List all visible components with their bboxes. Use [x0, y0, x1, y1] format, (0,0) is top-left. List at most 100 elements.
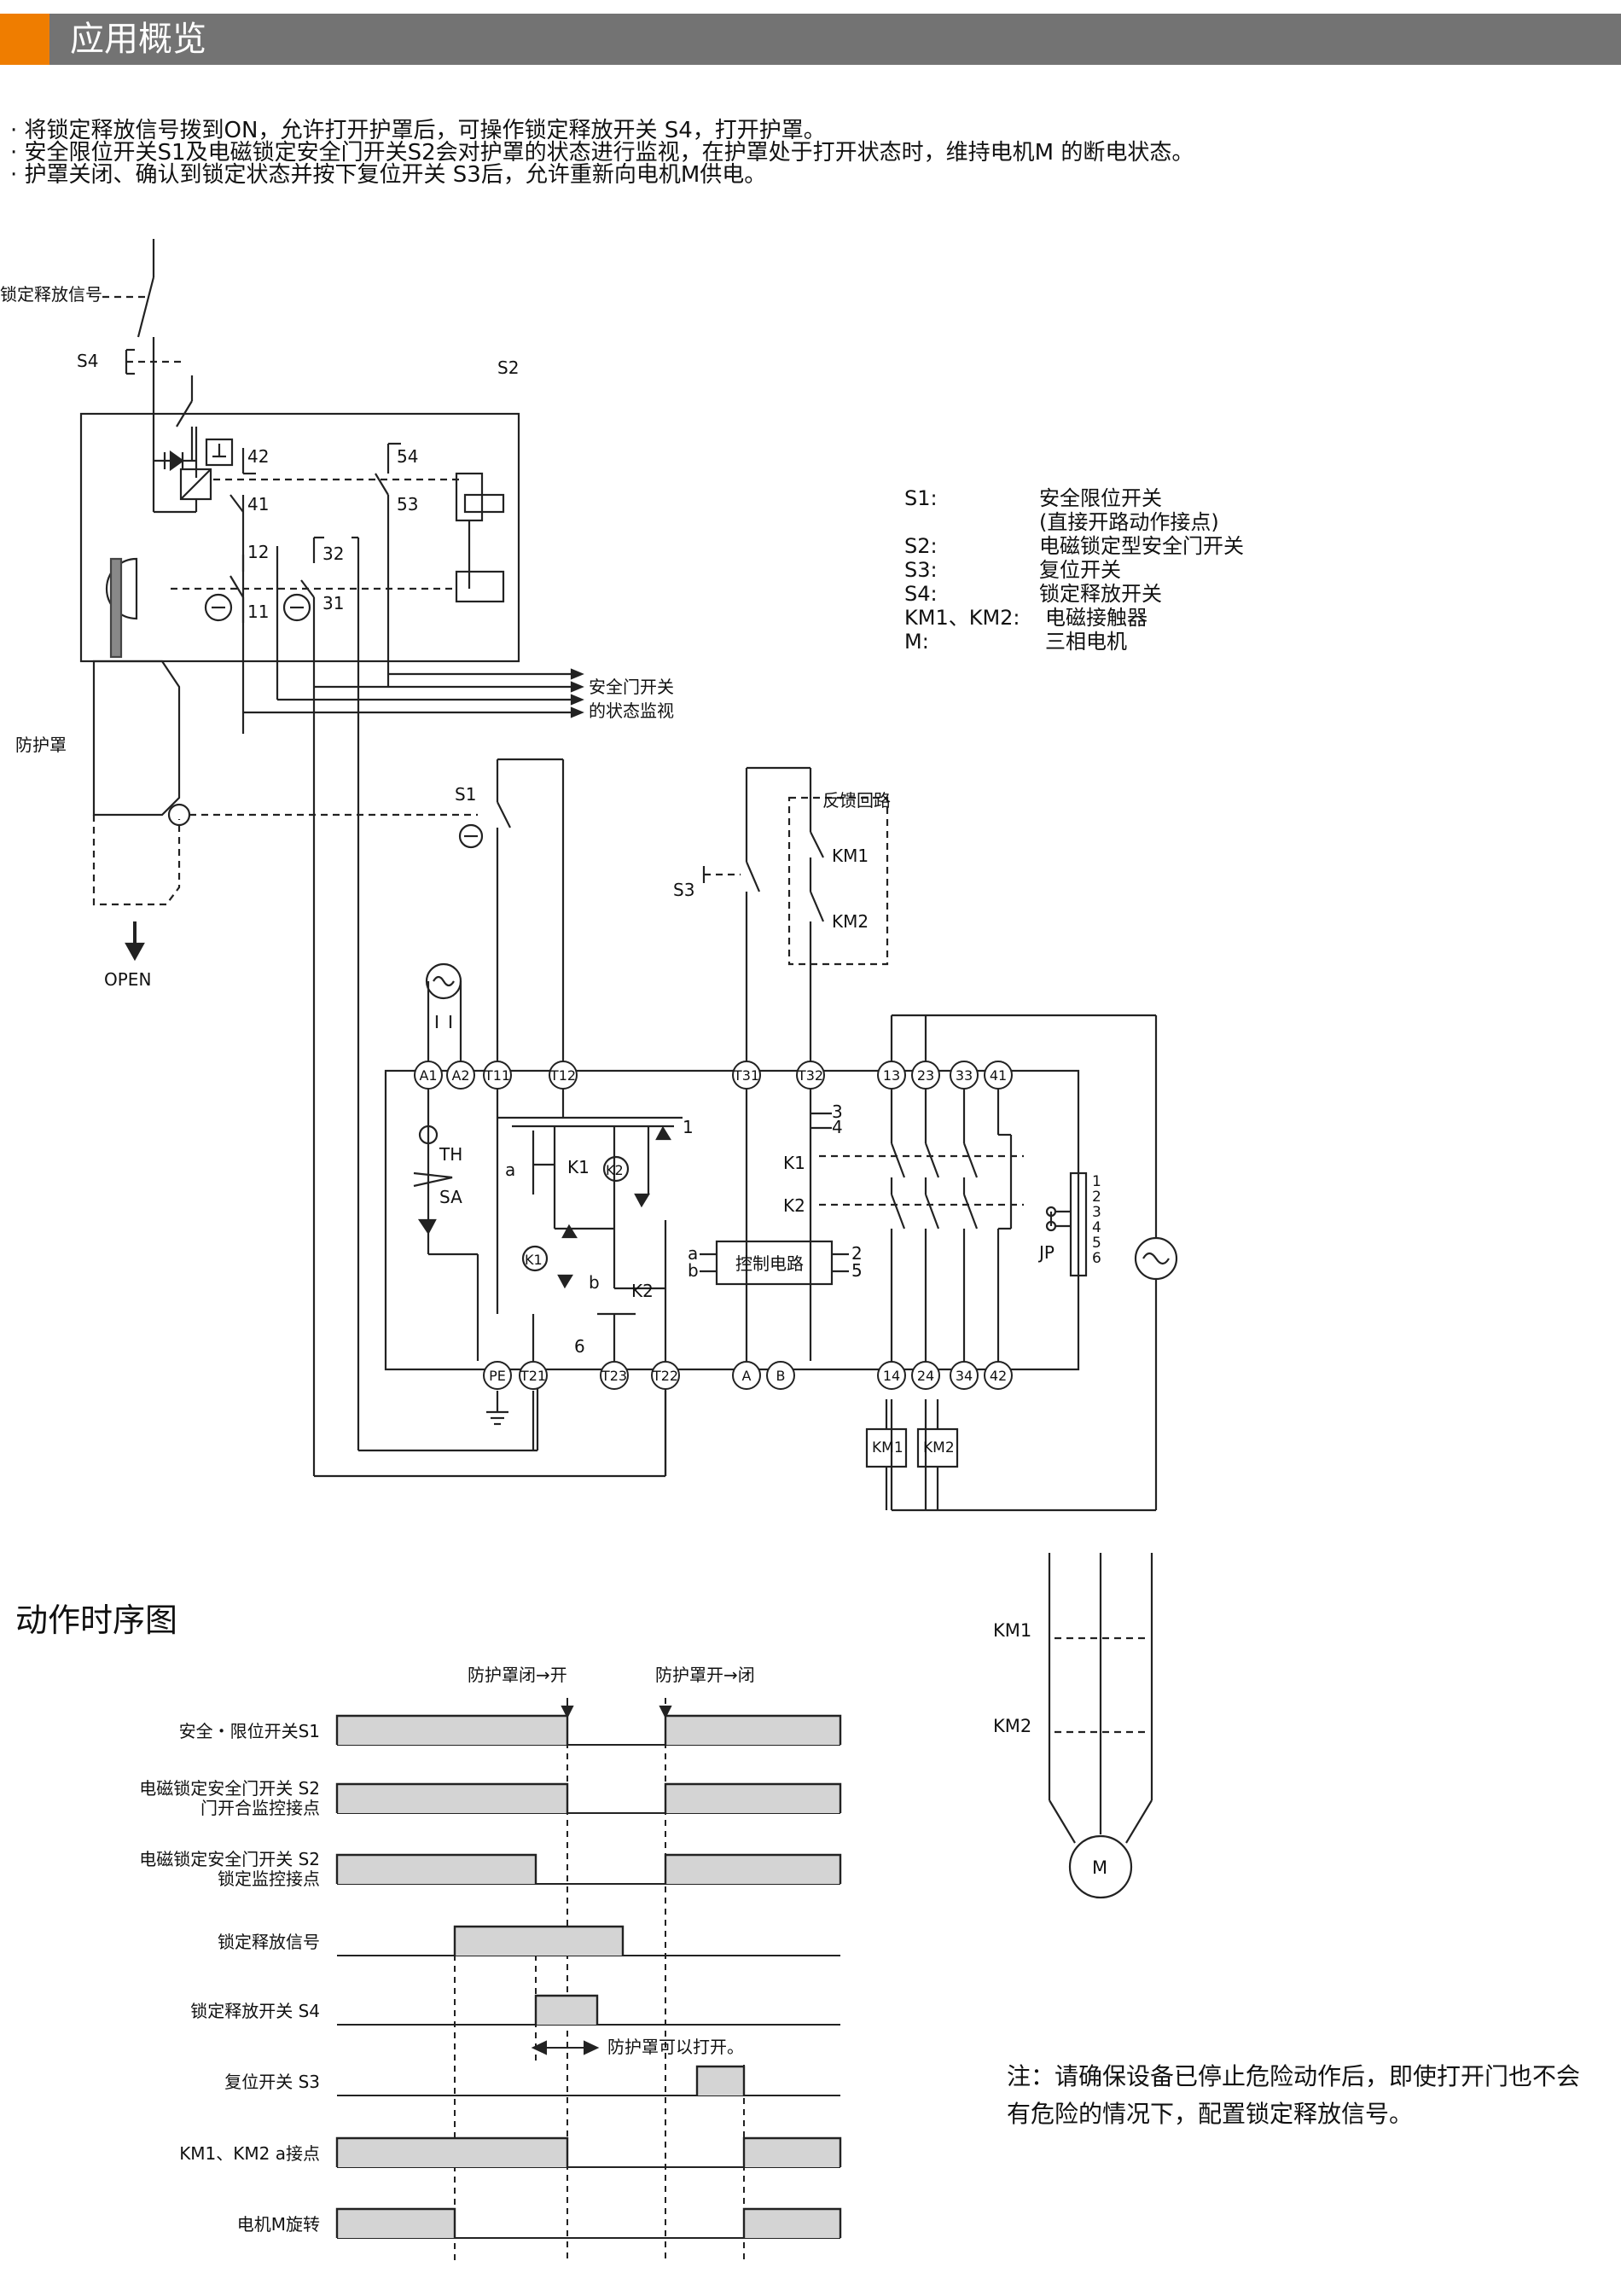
timing-high-segment — [337, 1784, 567, 1813]
timing-edge — [335, 1853, 537, 1884]
timing-row-label: 电磁锁定安全门开关 S2 — [139, 1778, 320, 1799]
timing-edge — [335, 2136, 569, 2167]
contact-53: 53 — [397, 494, 418, 514]
terminal-t23: T23 — [601, 1368, 627, 1384]
overview-bullets: · 将锁定释放信号拨到ON，允许打开护罩后，可操作锁定释放开关 S4，打开护罩。… — [10, 119, 1546, 186]
legend: S1: 安全限位开关 (直接开路动作接点) S2: 电磁锁定型安全门开关 S3:… — [904, 486, 1244, 654]
guard-label: 防护罩 — [15, 735, 67, 755]
note: 注：请确保设备已停止危险动作后，即使打开门也不会 有危险的情况下，配置锁定释放信… — [1007, 2058, 1621, 2133]
terminal-t22: T22 — [652, 1368, 678, 1384]
k2-coil-label: K2 — [606, 1162, 624, 1178]
bullet-item: · 将锁定释放信号拨到ON，允许打开护罩后，可操作锁定释放开关 S4，打开护罩。 — [10, 118, 826, 143]
terminal-13: 13 — [883, 1067, 900, 1084]
timing-row-label: 复位开关 S3 — [224, 2072, 320, 2092]
contact-54: 54 — [397, 446, 418, 467]
terminal-pe: PE — [489, 1368, 506, 1384]
page-title: 应用概览 — [70, 20, 206, 59]
sa-label: SA — [439, 1187, 462, 1207]
terminal-a2: A2 — [451, 1067, 469, 1084]
terminal-t31: T31 — [733, 1067, 759, 1084]
contact-32: 32 — [322, 543, 344, 564]
ctrl-b: b — [688, 1260, 699, 1281]
timing-edge — [742, 2136, 842, 2167]
label-a: a — [505, 1160, 515, 1180]
terminal-42: 42 — [990, 1368, 1007, 1384]
feedback-km2-label: KM2 — [832, 911, 869, 932]
legend-value: 复位开关 — [1039, 558, 1121, 582]
legend-value: 三相电机 — [1045, 630, 1127, 654]
timing-high-segment — [337, 1855, 536, 1884]
th-label: TH — [439, 1144, 462, 1165]
timing-edge — [742, 2207, 842, 2238]
terminal-t21: T21 — [520, 1368, 546, 1384]
legend-key: S4: — [904, 582, 938, 606]
s1-label: S1 — [455, 784, 476, 805]
note-line: 注：请确保设备已停止危险动作后，即使打开门也不会 — [1007, 2062, 1581, 2090]
timing-row-label: 锁定释放信号 — [218, 1932, 320, 1952]
timing-edge — [664, 1853, 842, 1884]
timing-row-label: 锁定释放开关 S4 — [190, 2001, 320, 2021]
header-accent — [0, 14, 49, 65]
legend-key: S1: — [904, 486, 938, 510]
terminal-t32: T32 — [797, 1067, 823, 1084]
num-3: 3 — [832, 1101, 843, 1122]
timing-high-segment — [744, 2209, 840, 2238]
timing-high-segment — [337, 2209, 455, 2238]
coil-km2: KM2 — [923, 1439, 955, 1456]
guard-can-open-label: 防护罩可以打开。 — [607, 2037, 744, 2057]
contact-42: 42 — [247, 446, 269, 467]
control-circuit-label: 控制电路 — [735, 1253, 804, 1274]
num-5: 5 — [851, 1260, 863, 1281]
timing-high-segment — [455, 1927, 623, 1956]
jp-pin-1: 1 — [1092, 1173, 1101, 1190]
jp-pin-3: 3 — [1092, 1204, 1101, 1221]
feedback-loop-label: 反馈回路 — [822, 790, 891, 811]
num-1: 1 — [683, 1117, 694, 1137]
timing-row-label: 安全・限位开关S1 — [179, 1721, 320, 1741]
event-open-label: 防护罩开→闭 — [655, 1665, 755, 1685]
lock-release-signal-label: 锁定释放信号 — [0, 284, 102, 305]
motor-km2-label: KM2 — [993, 1716, 1031, 1736]
timing-row-label: 电磁锁定安全门开关 S2 — [139, 1849, 320, 1869]
timing-section-title: 动作时序图 — [15, 1601, 178, 1639]
jp-pin-5: 5 — [1092, 1235, 1101, 1252]
timing-edge — [664, 1714, 842, 1745]
timing-row-sublabel: 门开合监控接点 — [200, 1798, 320, 1818]
contact-31: 31 — [322, 593, 344, 613]
contact-11: 11 — [247, 602, 269, 622]
timing-high-segment — [697, 2066, 744, 2095]
terminal-a: A — [742, 1368, 752, 1384]
jp-pin-6: 6 — [1092, 1250, 1101, 1267]
terminal-33: 33 — [956, 1067, 973, 1084]
num-2: 2 — [851, 1243, 863, 1264]
legend-key: M: — [904, 630, 929, 654]
timing-high-segment — [665, 1784, 840, 1813]
timing-edge — [335, 2207, 456, 2238]
open-label: OPEN — [104, 969, 151, 990]
timing-high-segment — [665, 1716, 840, 1745]
legend-value: 电磁锁定型安全门开关 — [1039, 534, 1244, 558]
motor-km1-label: KM1 — [993, 1620, 1031, 1641]
legend-key: S3: — [904, 558, 938, 582]
s3-label: S3 — [673, 880, 694, 900]
motor-label: M — [1092, 1857, 1107, 1878]
timing-chart: 防护罩闭→开 防护罩开→闭 防护罩可以打开。 安全・限位开关S1 电磁锁定安全门… — [139, 1665, 842, 2261]
jp-label: JP — [1037, 1242, 1055, 1263]
timing-high-segment — [536, 1996, 597, 2025]
timing-edge — [664, 1782, 842, 1813]
timing-row-sublabel: 锁定监控接点 — [218, 1869, 320, 1889]
terminal-t11: T11 — [484, 1067, 510, 1084]
terminal-23: 23 — [917, 1067, 934, 1084]
monitor-label-2: 的状态监视 — [589, 700, 674, 721]
jp-pin-4: 4 — [1092, 1219, 1101, 1236]
legend-value: 锁定释放开关 — [1039, 582, 1162, 606]
timing-row-label: 电机M旋转 — [237, 2214, 320, 2235]
timing-high-segment — [337, 2138, 567, 2167]
timing-edge — [695, 2065, 746, 2095]
monitor-label-1: 安全门开关 — [589, 677, 674, 697]
terminal-24: 24 — [917, 1368, 934, 1384]
timing-high-segment — [665, 1855, 840, 1884]
terminal-a1: A1 — [419, 1067, 437, 1084]
timing-row-label: KM1、KM2 a接点 — [179, 2143, 320, 2164]
timing-edge — [335, 1714, 569, 1745]
